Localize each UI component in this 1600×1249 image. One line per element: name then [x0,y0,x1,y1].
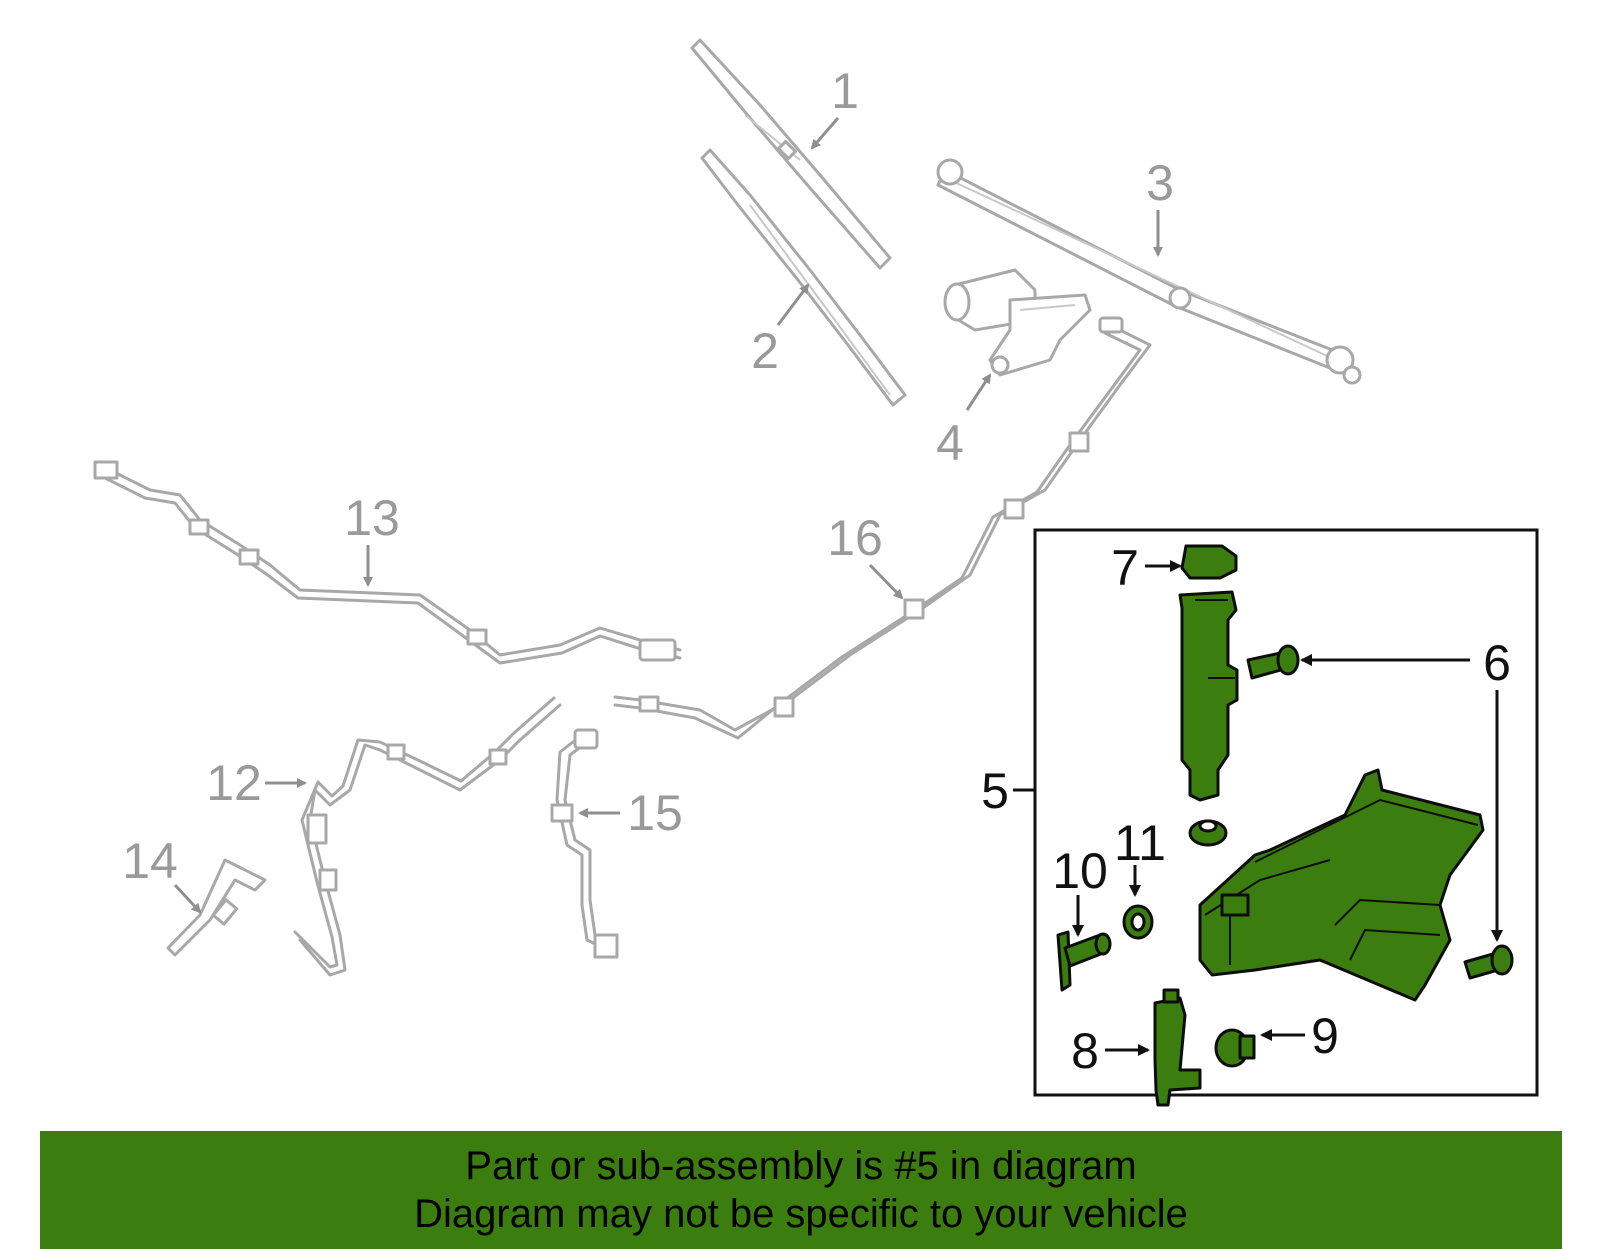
washer-hose-part-15 [550,728,619,959]
wiper-linkage-part-3 [936,158,1362,385]
washer-nozzle-part-14 [166,858,267,957]
filler-neck [1178,590,1239,802]
callout-15: 15 [627,785,683,841]
sensor-part-8 [1153,988,1202,1107]
callout-7: 7 [1111,540,1139,596]
washer-hose-part-13 [93,460,682,665]
callout-9: 9 [1311,1008,1339,1064]
plug-part-9 [1214,1028,1256,1068]
callout-4: 4 [936,415,964,471]
wiper-blade-part-2 [700,148,907,407]
bolt-part-6-upper [1246,644,1300,680]
sub-assembly-box [1033,528,1539,1097]
wiper-motor-part-4 [943,268,1092,377]
pump-part-10 [1056,930,1112,992]
banner-line-2: Diagram may not be specific to your vehi… [414,1192,1188,1236]
washer-hose-part-12 [293,696,562,977]
grommet-part-11 [1188,819,1228,847]
callout-6: 6 [1483,635,1511,691]
callout-2: 2 [751,323,779,379]
bolt-part-6-lower [1463,944,1514,980]
info-banner: Part or sub-assembly is #5 in diagram Di… [40,1131,1562,1249]
callout-3: 3 [1146,155,1174,211]
washer-hose-part-16 [613,316,1152,740]
callout-13: 13 [344,490,400,546]
callout-16: 16 [827,510,883,566]
callout-14: 14 [122,833,178,889]
banner-line-1: Part or sub-assembly is #5 in diagram [465,1144,1137,1188]
callout-8: 8 [1071,1023,1099,1079]
washer-reservoir [1198,768,1485,1002]
grommet-small [1122,904,1154,940]
callout-1: 1 [831,63,859,119]
filler-cap-part-7 [1180,544,1238,580]
callout-5: 5 [981,763,1009,819]
wiper-arm-part-1 [690,38,892,270]
callout-10: 10 [1052,843,1108,899]
callout-11: 11 [1114,815,1166,871]
callout-12: 12 [206,755,262,811]
